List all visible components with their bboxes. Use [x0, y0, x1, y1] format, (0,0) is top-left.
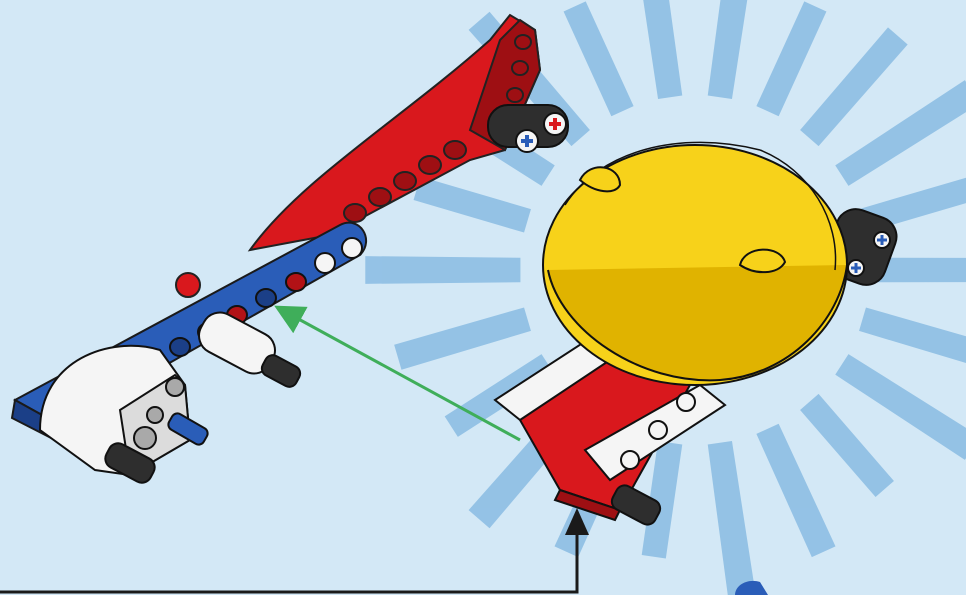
burst-ray	[414, 177, 531, 233]
burst-ray	[800, 394, 894, 497]
callout-pointer-icon	[0, 508, 589, 592]
burst-ray	[564, 1, 634, 116]
burst-ray	[394, 307, 531, 369]
yellow-dome-panel-icon	[543, 142, 847, 385]
burst-ray	[708, 441, 756, 595]
black-axle-connector-icon	[488, 105, 568, 152]
burst-ray	[638, 0, 682, 99]
burst-ray	[756, 1, 826, 116]
burst-ray	[708, 0, 756, 99]
burst-ray	[365, 256, 520, 284]
burst-ray	[859, 307, 966, 369]
burst-ray	[800, 27, 908, 146]
sub-assembly-group	[495, 142, 902, 527]
burst-ray	[756, 424, 835, 557]
